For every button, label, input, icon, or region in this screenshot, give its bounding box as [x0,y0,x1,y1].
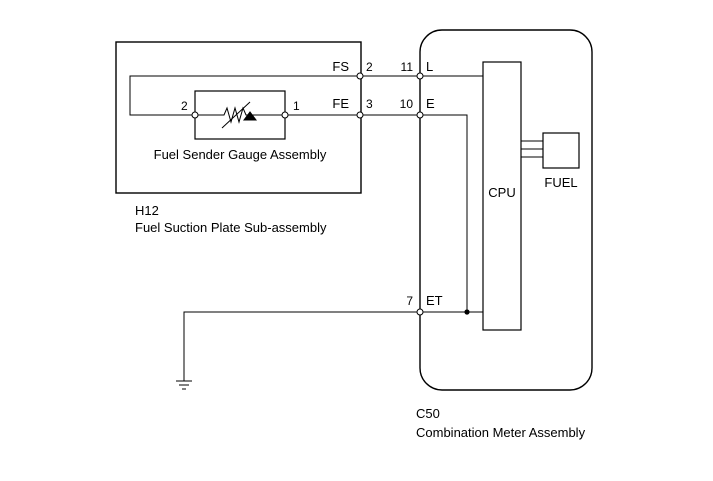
h12-terminal-fe [356,111,364,119]
cpu-to-gauge-lines [521,140,543,158]
variable-resistor-icon [195,101,285,129]
wires [129,75,483,381]
junction-dot [464,309,470,315]
h12-pin-fs: 2 [366,60,373,74]
fuel-gauge-box [542,132,580,169]
cpu-box [482,61,522,331]
h12-terminal-fs [356,72,364,80]
sender-pin-left: 2 [181,99,188,113]
h12-code: H12 [135,203,159,218]
h12-label-fe: FE [332,96,349,111]
sender-name: Fuel Sender Gauge Assembly [154,147,327,162]
c50-pin-e: 10 [400,97,414,111]
sender-pin-right: 1 [293,99,300,113]
c50-terminal-et [416,308,424,316]
ground-icon [176,380,192,390]
c50-label-et: ET [426,293,443,308]
cpu-label: CPU [488,185,515,200]
h12-module-box [115,41,362,194]
c50-terminal-l [416,72,424,80]
c50-label-l: L [426,59,433,74]
c50-pin-et: 7 [406,294,413,308]
sender-terminal-left [191,111,199,119]
h12-label-fs: FS [332,59,349,74]
h12-pin-fe: 3 [366,97,373,111]
c50-label-e: E [426,96,435,111]
wire-fs-l [129,75,483,116]
wire-et-ground [183,311,420,381]
c50-terminal-e [416,111,424,119]
wire-e-internal [420,114,468,312]
fuel-gauge-label: FUEL [544,175,577,190]
c50-pin-l: 11 [401,60,414,74]
h12-name: Fuel Suction Plate Sub-assembly [135,220,327,235]
c50-code: C50 [416,406,440,421]
c50-name: Combination Meter Assembly [416,425,586,440]
sender-terminal-right [281,111,289,119]
c50-module-box [419,29,593,391]
